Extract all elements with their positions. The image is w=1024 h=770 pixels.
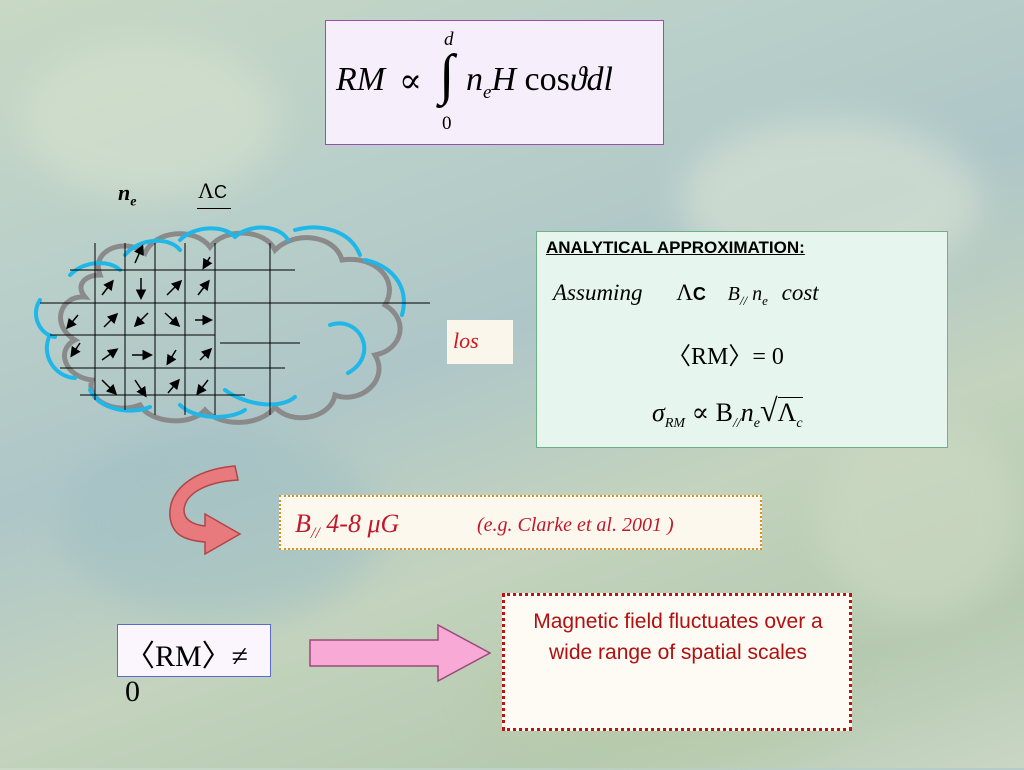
sigma-rm-formula: σRM ∝ B//ne√Λc — [652, 392, 803, 432]
sigma-symbol: σ — [652, 398, 665, 427]
field-vectors — [66, 244, 213, 398]
background-texture — [20, 40, 280, 200]
background-texture — [820, 420, 1020, 620]
b-parallel-sub: // — [310, 525, 320, 543]
sigma-lambda-subscript: c — [796, 416, 803, 432]
lambda-symbol: Λ — [198, 178, 214, 203]
assuming-n-symbol: n — [752, 283, 763, 305]
assuming-b-sub: // — [739, 293, 748, 308]
rm-nonzero-formula: 〈RM〉≠ 0 — [125, 640, 249, 708]
b-parallel-symbol: B — [295, 509, 311, 538]
integrand: neH cosϑdl — [466, 61, 613, 104]
assuming-cost: cost — [781, 280, 819, 305]
cell-grid — [40, 243, 430, 415]
sigma-b-subscript: // — [732, 416, 741, 432]
analytic-title: ANALYTICAL APPROXIMATION: — [546, 238, 805, 257]
b-parallel-value: B// 4-8 μG — [295, 509, 399, 543]
b-parallel-reference: (e.g. Clarke et al. 2001 ) — [477, 514, 674, 536]
sqrt-sign: √ — [759, 392, 778, 428]
assuming-b-symbol: B — [727, 283, 740, 305]
assuming-lambda: ΛC — [676, 280, 706, 305]
lambda-subscript: C — [213, 182, 227, 202]
integral-upper-limit: d — [444, 29, 454, 50]
los-label: los — [453, 328, 479, 353]
ne-subscript: e — [130, 194, 137, 210]
ne-label: ne — [118, 180, 136, 210]
sigma-lambda: Λ — [777, 398, 797, 427]
analytical-approximation-box: ANALYTICAL APPROXIMATION: Assuming ΛC B/… — [536, 231, 948, 448]
assuming-line: Assuming ΛC B// ne cost — [553, 280, 819, 309]
integrand-theta: ϑ — [569, 61, 587, 98]
sigma-n-subscript: e — [753, 416, 760, 432]
sigma-subscript: RM — [664, 416, 686, 432]
b-parallel-range: 4-8 μG — [326, 509, 400, 538]
assuming-b: B// ne — [727, 283, 768, 308]
fluctuation-note: Magnetic field fluctuates over a wide ra… — [533, 610, 823, 664]
formula-rm: RM — [336, 61, 386, 98]
curved-arrow — [169, 465, 242, 556]
rm-nonzero-box: 〈RM〉≠ 0 — [117, 624, 271, 708]
sigma-prop-b: ∝ B — [691, 398, 733, 427]
cloud-outline-blue — [34, 225, 406, 419]
integrand-e: e — [483, 81, 492, 103]
assuming-text: Assuming — [553, 280, 643, 305]
sigma-n: n — [740, 398, 754, 427]
integrand-cos: cos — [524, 61, 570, 98]
integral-lower-limit: 0 — [442, 113, 452, 134]
fluctuation-note-box: Magnetic field fluctuates over a wide ra… — [502, 593, 852, 731]
cloud-outline-gray — [58, 230, 403, 425]
b-parallel-box: B// 4-8 μG (e.g. Clarke et al. 2001 ) — [279, 495, 762, 550]
lambda-scale-bar — [197, 208, 231, 209]
integrand-dl: dl — [586, 61, 613, 98]
integrand-n: n — [466, 61, 483, 98]
assuming-lambda-symbol: Λ — [676, 280, 693, 305]
los-label-box: los — [447, 320, 513, 364]
magnetic-cloud-diagram — [34, 225, 430, 425]
assuming-n-sub: e — [762, 293, 768, 308]
rm-average-zero: 〈RM〉= 0 — [667, 344, 784, 370]
rm-integral-formula: RM ∝ ∫ d 0 neH cosϑdl — [325, 20, 664, 145]
lambda-c-label: ΛC — [198, 178, 227, 204]
ne-symbol: n — [118, 180, 131, 205]
integrand-h: H — [491, 61, 516, 98]
right-arrow — [309, 623, 492, 683]
assuming-lambda-sub: C — [692, 284, 706, 304]
sqrt-radicand: Λc — [777, 397, 803, 431]
formula-prop: ∝ — [399, 63, 423, 100]
integral-sign: ∫ — [439, 44, 455, 106]
